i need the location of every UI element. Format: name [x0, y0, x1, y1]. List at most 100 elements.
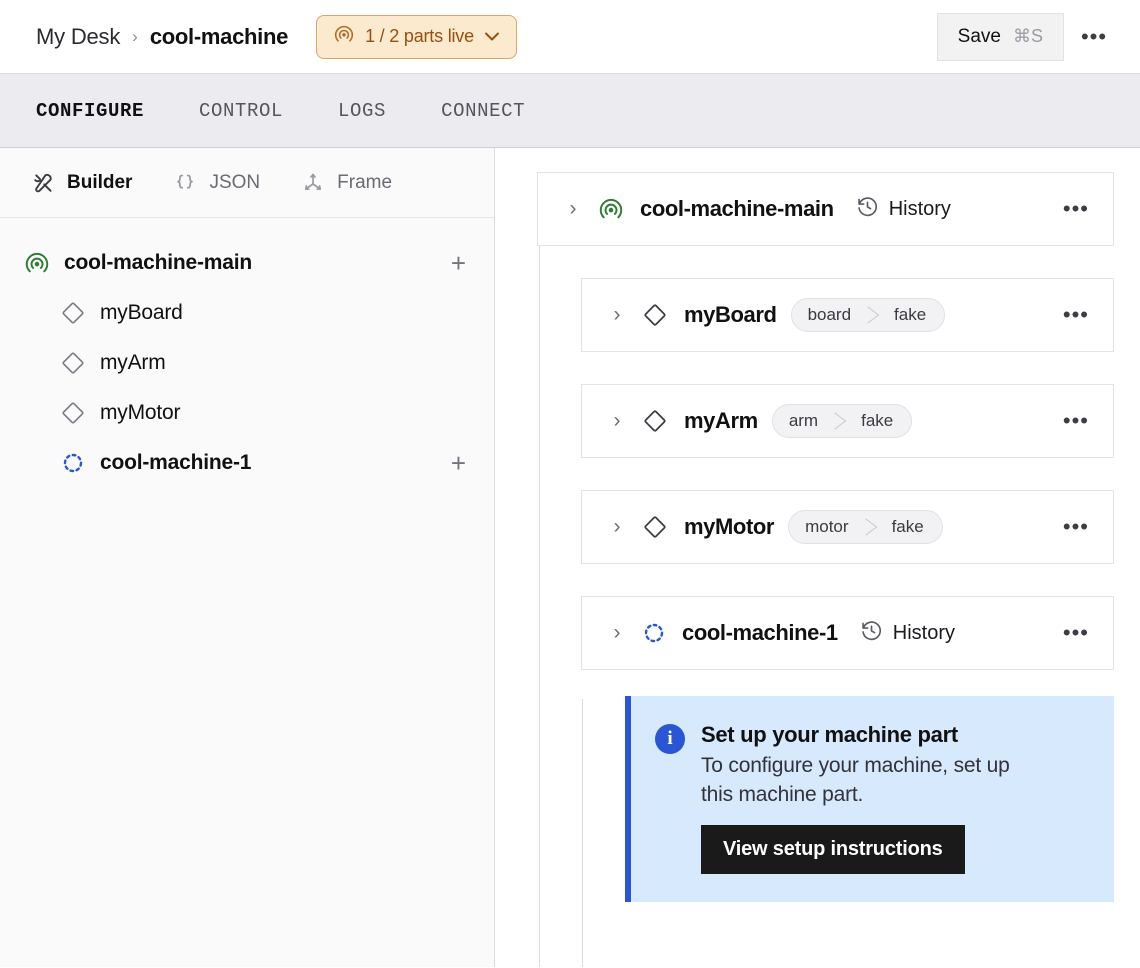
machine-tree: cool-machine-main + myBoard myArm	[0, 218, 494, 488]
card-title: myBoard	[684, 302, 777, 327]
pill-chevron-divider-icon	[832, 405, 843, 437]
tab-logs[interactable]: LOGS	[338, 100, 413, 122]
tree-item-label: myBoard	[100, 301, 183, 324]
sidebar-view-builder[interactable]: Builder	[30, 170, 132, 196]
component-api-label: motor	[805, 517, 849, 536]
sidebar-view-toolbar: Builder JSON	[0, 148, 494, 218]
body: Builder JSON	[0, 148, 1140, 967]
card-myboard[interactable]: › myBoard board fake •••	[581, 278, 1114, 352]
card-myarm[interactable]: › myArm arm fake •••	[581, 384, 1114, 458]
tree-item-myboard[interactable]: myBoard	[0, 288, 494, 338]
pill-chevron-divider-icon	[863, 511, 874, 543]
save-label: Save	[957, 25, 1001, 47]
history-button[interactable]: History	[856, 195, 951, 224]
card-title: cool-machine-1	[682, 620, 838, 645]
history-icon	[856, 195, 879, 224]
broadcast-icon	[22, 250, 52, 276]
sidebar-view-builder-label: Builder	[67, 171, 133, 193]
save-button[interactable]: Save ⌘S	[936, 12, 1064, 61]
callout-body: Set up your machine part To configure yo…	[701, 722, 1031, 875]
tab-configure[interactable]: CONFIGURE	[36, 100, 171, 122]
diamond-icon	[642, 408, 668, 434]
history-icon	[860, 619, 883, 648]
tree-item-myarm[interactable]: myArm	[0, 338, 494, 388]
broadcast-icon	[598, 196, 624, 222]
diamond-icon	[58, 400, 88, 426]
sidebar-view-frame[interactable]: Frame	[300, 170, 392, 196]
card-more-options-button[interactable]: •••	[1057, 620, 1095, 646]
diamond-icon	[58, 350, 88, 376]
card-title: myArm	[684, 408, 758, 433]
sidebar-view-json-label: JSON	[209, 171, 261, 193]
top-bar: My Desk › cool-machine 1 / 2 parts live …	[0, 0, 1140, 74]
top-bar-actions: Save ⌘S •••	[936, 12, 1116, 61]
view-setup-instructions-button[interactable]: View setup instructions	[701, 825, 965, 875]
expand-chevron-icon[interactable]: ›	[604, 409, 630, 433]
dashed-circle-icon	[58, 451, 88, 475]
save-shortcut: ⌘S	[1012, 26, 1043, 46]
tree-connector-root	[539, 244, 540, 967]
sidebar-view-frame-label: Frame	[337, 171, 393, 193]
card-mymotor[interactable]: › myMotor motor fake •••	[581, 490, 1114, 564]
tree-item-label: myMotor	[100, 401, 181, 424]
more-options-button[interactable]: •••	[1072, 15, 1116, 59]
tree-item-mymotor[interactable]: myMotor	[0, 388, 494, 438]
tools-icon	[30, 170, 56, 196]
expand-chevron-icon[interactable]: ›	[604, 303, 630, 327]
sidebar: Builder JSON	[0, 148, 495, 967]
chevron-down-icon	[484, 26, 500, 47]
card-more-options-button[interactable]: •••	[1057, 196, 1095, 222]
tree-item-label: cool-machine-main	[64, 251, 252, 274]
diamond-icon	[642, 514, 668, 540]
tree-item-cool-machine-main[interactable]: cool-machine-main +	[0, 238, 494, 288]
component-type-pill: motor fake	[788, 510, 943, 544]
component-api-label: board	[807, 305, 852, 324]
setup-callout: i Set up your machine part To configure …	[625, 696, 1114, 903]
card-title: cool-machine-main	[640, 196, 834, 221]
axes-icon	[300, 170, 326, 196]
tab-connect[interactable]: CONNECT	[441, 100, 552, 122]
component-api-label: arm	[788, 411, 819, 430]
pill-chevron-divider-icon	[865, 299, 876, 331]
card-more-options-button[interactable]: •••	[1057, 514, 1095, 540]
page-title: cool-machine	[149, 23, 289, 49]
expand-chevron-icon[interactable]: ›	[604, 621, 630, 645]
add-part-button-main[interactable]: +	[450, 248, 466, 278]
component-model-label: fake	[891, 517, 924, 536]
main-panel: › cool-machine-main History	[495, 148, 1140, 967]
history-label: History	[892, 621, 956, 644]
breadcrumb-separator-icon: ›	[132, 27, 138, 46]
breadcrumb: My Desk › cool-machine	[36, 24, 288, 50]
card-title: myMotor	[684, 514, 775, 539]
broadcast-icon	[333, 23, 355, 50]
card-cool-machine-1[interactable]: › cool-machine-1 History •••	[581, 596, 1114, 670]
diamond-icon	[58, 300, 88, 326]
tree-item-label: cool-machine-1	[100, 451, 252, 474]
card-more-options-button[interactable]: •••	[1057, 408, 1095, 434]
sidebar-view-json[interactable]: JSON	[172, 170, 260, 196]
tab-bar: CONFIGURE CONTROL LOGS CONNECT	[0, 74, 1140, 148]
component-type-pill: arm fake	[771, 404, 913, 438]
component-model-label: fake	[861, 411, 894, 430]
callout-text: To configure your machine, set up this m…	[701, 754, 1010, 806]
add-part-button-machine-1[interactable]: +	[450, 448, 466, 478]
component-type-pill: board fake	[790, 298, 946, 332]
tab-control[interactable]: CONTROL	[199, 100, 310, 122]
parts-live-status-button[interactable]: 1 / 2 parts live	[316, 14, 517, 59]
tree-connector-sub	[582, 699, 583, 967]
component-model-label: fake	[894, 305, 927, 324]
braces-icon	[172, 170, 198, 196]
history-label: History	[888, 197, 951, 220]
tree-item-cool-machine-1[interactable]: cool-machine-1 +	[0, 438, 494, 488]
parts-live-label: 1 / 2 parts live	[365, 26, 474, 46]
breadcrumb-root-link[interactable]: My Desk	[36, 23, 121, 49]
expand-chevron-icon[interactable]: ›	[604, 515, 630, 539]
card-cool-machine-main[interactable]: › cool-machine-main History	[537, 172, 1114, 246]
dashed-circle-icon	[642, 621, 666, 645]
info-icon: i	[655, 724, 685, 754]
callout-title: Set up your machine part	[701, 722, 958, 747]
tree-item-label: myArm	[100, 351, 166, 374]
history-button[interactable]: History	[860, 619, 955, 648]
card-more-options-button[interactable]: •••	[1057, 302, 1095, 328]
expand-chevron-icon[interactable]: ›	[560, 197, 586, 221]
